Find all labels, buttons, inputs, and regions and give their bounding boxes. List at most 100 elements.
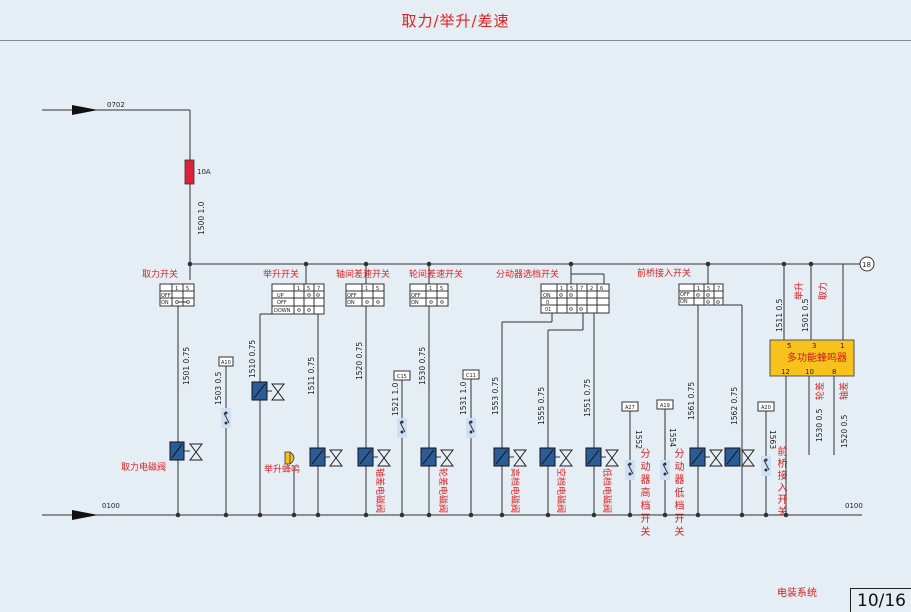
wire-label-1553: 1553 0.75 <box>491 377 500 415</box>
fuse-icon <box>184 159 195 185</box>
buzzer-lbl-wheel: 轮差 <box>814 382 826 400</box>
buzzer-lbl-pto: 取力 <box>817 282 829 300</box>
wire-label-1501: 1501 0.75 <box>182 347 191 385</box>
wire-label-1503: 1503 0.5 <box>214 371 223 405</box>
pto-valve-label: 取力电磁阀 <box>121 461 166 473</box>
input-arrow-top <box>42 105 190 115</box>
wire-label-1562: 1562 0.75 <box>730 387 739 425</box>
pto-valve-icon <box>189 443 203 461</box>
lift-switch-row3: DOWN <box>274 308 291 314</box>
axle-switch-row2: ON <box>347 300 355 306</box>
buzzer-name: 多功能蜂鸣器 <box>787 351 847 364</box>
buzzer-wire-1520: 1520 0.5 <box>840 414 849 448</box>
wire-label-1551: 1551 0.75 <box>583 379 592 417</box>
buzzer-lbl-axle: 轴差 <box>838 382 850 400</box>
wheel-diff-switch-label: 轮间差速开关 <box>409 268 463 280</box>
wire-label-0702: 0702 <box>107 101 125 109</box>
wheel-switch-col1: 1 <box>429 286 432 292</box>
buzzer-pin-10: 10 <box>805 368 814 376</box>
buzzer-lbl-lift: 举升 <box>793 282 805 300</box>
connector-a20: A20 <box>761 405 771 411</box>
wire-label-ground-left: 0100 <box>102 502 120 510</box>
transfer-row3: 01 <box>545 307 551 313</box>
wire-label-1530: 1530 0.75 <box>418 347 427 385</box>
wire-label-ground-right: 0100 <box>845 502 863 510</box>
axle-diff-switch-label: 轴间差速开关 <box>336 268 390 280</box>
wheel-valve-label: 轮差电磁阀 <box>437 468 449 513</box>
lift-switch-col3: 7 <box>317 286 320 292</box>
footer-system-label: 电装系统 <box>777 588 817 599</box>
transfer-col5: 6 <box>600 286 603 292</box>
wheel-switch-col2: 5 <box>440 286 443 292</box>
high-valve-label: 高档电磁阀 <box>509 468 521 513</box>
axle-switch-col1: 1 <box>365 286 368 292</box>
front-row1: OFF <box>680 292 690 298</box>
wheel-switch-row2: ON <box>411 300 419 306</box>
buzzer-pin-12: 12 <box>781 368 790 376</box>
wheel-switch-row1: OFF <box>411 293 421 299</box>
buzzer-pin-1: 1 <box>840 342 844 350</box>
bus-ref-number: 18 <box>862 261 871 269</box>
buzzer-wire-1501: 1501 0.5 <box>801 298 810 332</box>
transfer-low-switch-label: 分动器低档开关 <box>672 448 683 539</box>
wire-label-1561: 1561 0.75 <box>687 382 696 420</box>
pto-switch-row2: ON <box>161 300 169 306</box>
transfer-switch-label: 分动器选档开关 <box>496 268 559 280</box>
transfer-row2: 0 <box>546 300 549 306</box>
lift-switch-row1: UP <box>277 293 284 299</box>
connector-c11: C11 <box>466 373 476 379</box>
front-axle-sw-label: 前桥接入开关 <box>775 446 786 518</box>
lift-switch-col1: 1 <box>297 286 300 292</box>
connector-a27: A27 <box>625 405 635 411</box>
multi-buzzer-box <box>769 339 855 377</box>
buzzer-wire-1530: 1530 0.5 <box>815 408 824 442</box>
wire-label-1521: 1521 1.0 <box>391 382 400 416</box>
transfer-col1: 1 <box>560 286 563 292</box>
front-axle-switch: 1 5 7 OFF ON <box>678 283 724 306</box>
axle-switch-row1: OFF <box>347 293 357 299</box>
lift-valve-icon <box>271 383 285 401</box>
front-col1: 1 <box>697 286 700 292</box>
lift-buzzer-label: 举升蜂鸣 <box>264 463 300 475</box>
wire-label-1563: 1563 <box>768 430 777 449</box>
wire-label-1531: 1531 1.0 <box>459 381 468 415</box>
wire-label-1500: 1500 1.0 <box>197 201 206 235</box>
connector-a19: A19 <box>660 403 670 409</box>
lift-switch-row2: OFF <box>277 300 287 306</box>
lift-switch-col2: 5 <box>307 286 310 292</box>
input-arrow-ground <box>42 510 862 520</box>
wire-label-1554: 1554 <box>668 428 677 447</box>
pto-switch-label: 取力开关 <box>142 268 178 280</box>
bus-ref-circle <box>859 256 875 272</box>
transfer-high-switch-label: 分动器高档开关 <box>638 448 649 539</box>
wire-label-1520: 1520 0.75 <box>355 342 364 380</box>
low-valve-label: 低档电磁阀 <box>601 468 613 513</box>
transfer-col3: 7 <box>580 286 583 292</box>
buzzer-pin-8: 8 <box>832 368 836 376</box>
buzzer-pin-3: 3 <box>812 342 816 350</box>
front-axle-switch-label: 前桥接入开关 <box>637 267 691 279</box>
front-row2: ON <box>680 299 688 305</box>
transfer-switch: 1 5 7 2 6 ON 0 01 <box>540 283 610 314</box>
transfer-col4: 2 <box>590 286 593 292</box>
axle-switch-col2: 5 <box>376 286 379 292</box>
page-number: 10/16 <box>850 588 911 612</box>
pto-switch: 1 5 OFF ON <box>159 283 195 307</box>
front-col3: 7 <box>717 286 720 292</box>
lift-switch: 1 5 7 UP OFF DOWN <box>271 283 325 315</box>
buzzer-icon <box>284 451 295 465</box>
wire-label-1510: 1510 0.75 <box>248 340 257 378</box>
wire-label-1555: 1555 0.75 <box>537 387 546 425</box>
axle-diff-switch: 1 5 OFF ON <box>345 283 385 307</box>
connector-c15: C15 <box>397 374 407 380</box>
connector-a10: A10 <box>221 360 231 366</box>
empty-valve-label: 空档电磁阀 <box>555 468 567 513</box>
front-col2: 5 <box>707 286 710 292</box>
page-title: 取力/举升/差速 <box>0 0 911 41</box>
buzzer-wire-1511: 1511 0.5 <box>775 298 784 332</box>
wire-label-1511: 1511 0.75 <box>307 357 316 395</box>
wheel-diff-switch: 1 5 OFF ON <box>409 283 449 307</box>
wire-label-1552: 1552 <box>634 430 643 449</box>
